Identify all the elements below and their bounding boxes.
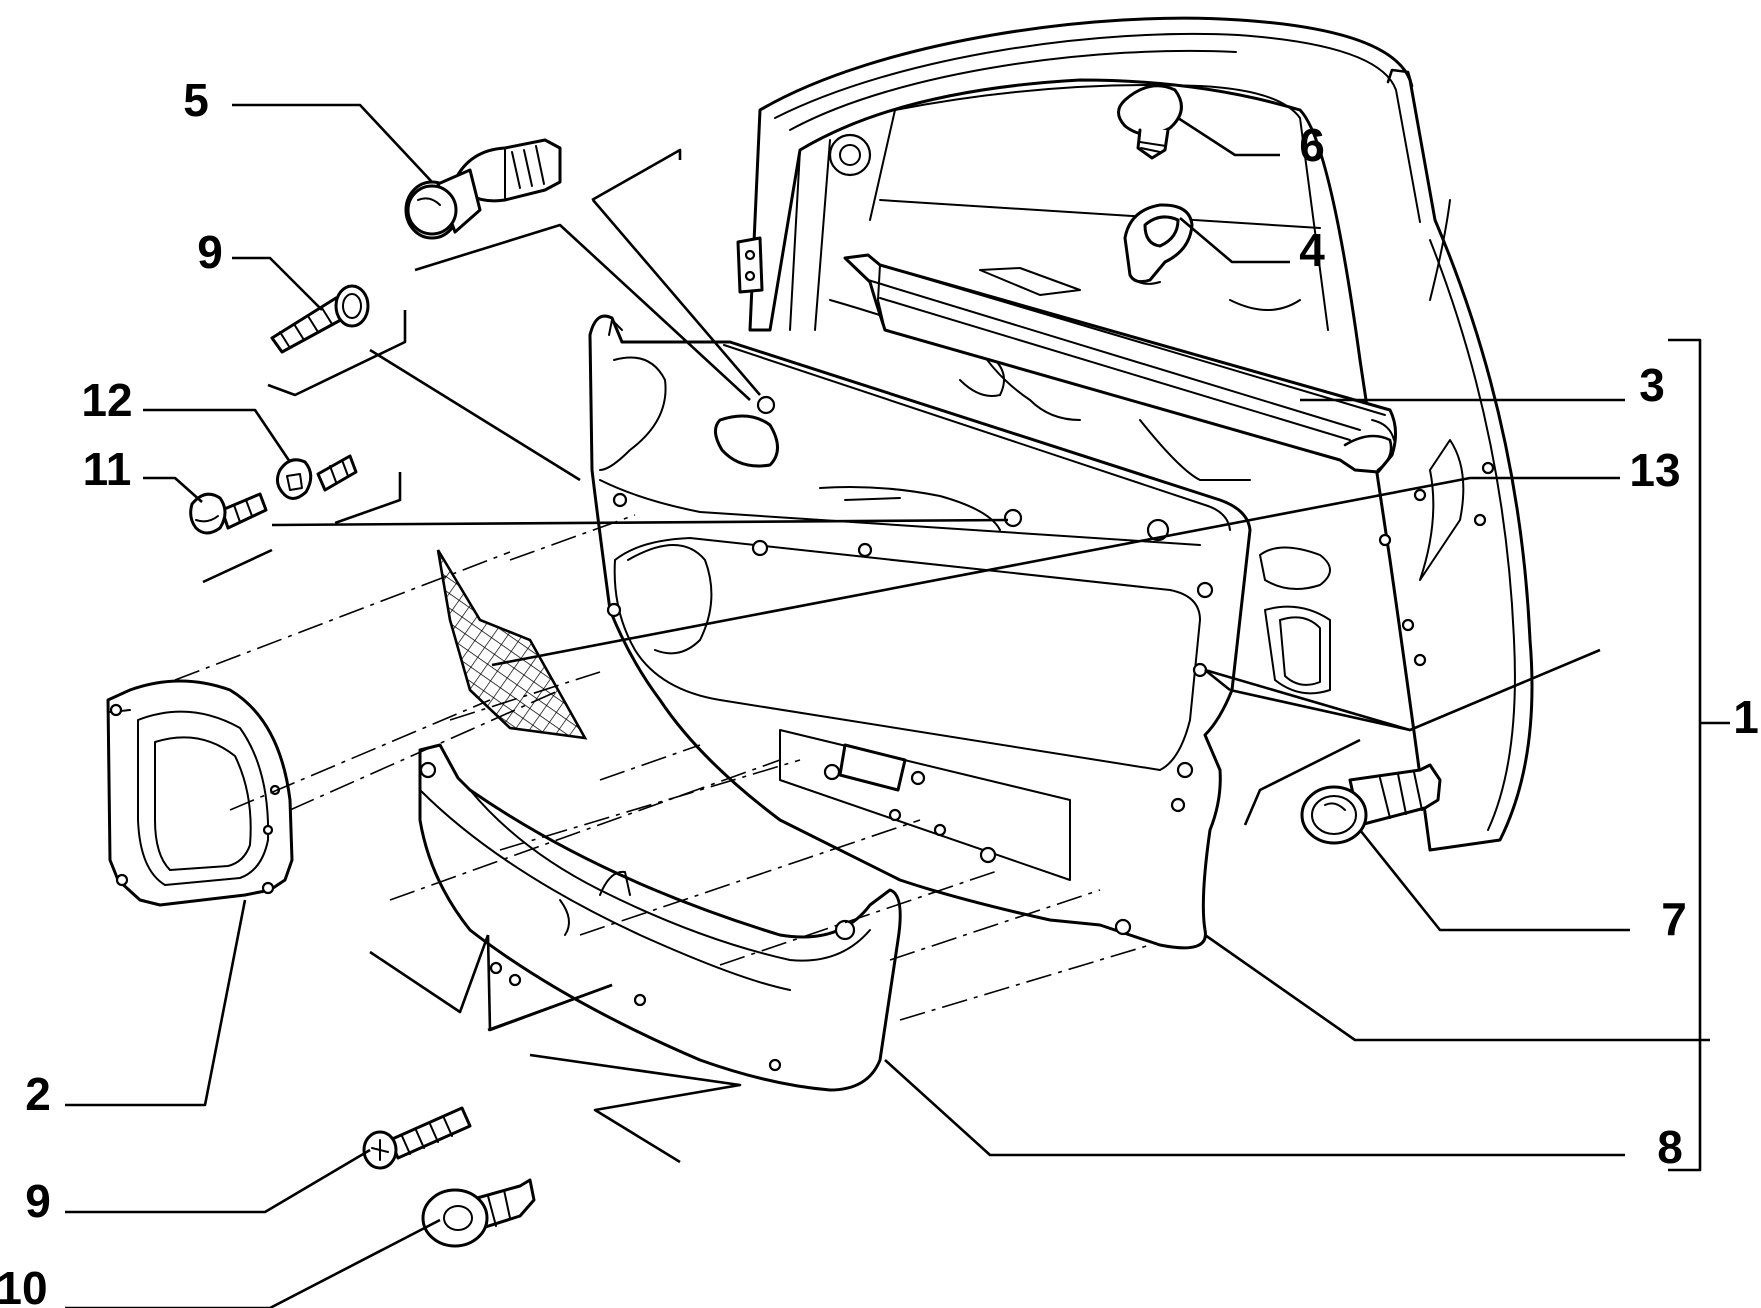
door-trim-panel bbox=[588, 314, 1252, 950]
callout-6: 6 bbox=[1299, 119, 1325, 171]
callout-labels: 5 6 4 9 3 12 13 11 1 7 2 8 9 10 bbox=[0, 74, 1759, 1308]
section-lines bbox=[202, 148, 1601, 1164]
callout-4: 4 bbox=[1299, 224, 1325, 276]
callout-11: 11 bbox=[83, 443, 132, 495]
screw-9-upper bbox=[270, 284, 370, 354]
callout-5: 5 bbox=[183, 74, 209, 126]
callout-10: 10 bbox=[0, 1262, 48, 1308]
callout-9-lower: 9 bbox=[25, 1175, 51, 1227]
push-clip-5 bbox=[404, 138, 562, 240]
callout-3: 3 bbox=[1639, 359, 1665, 411]
screw-11 bbox=[189, 492, 268, 535]
clip-12 bbox=[275, 454, 358, 500]
lower-door-pocket bbox=[418, 743, 902, 1092]
push-clip-7 bbox=[1300, 763, 1442, 845]
window-belt-seal-strip bbox=[843, 253, 1397, 474]
push-rivet-10 bbox=[421, 1178, 536, 1248]
callout-7: 7 bbox=[1661, 893, 1687, 945]
callout-8: 8 bbox=[1657, 1121, 1683, 1173]
grommet-4 bbox=[1123, 203, 1194, 285]
callout-2: 2 bbox=[25, 1068, 51, 1120]
screw-9-lower bbox=[362, 1106, 472, 1170]
callout-12: 12 bbox=[81, 374, 132, 426]
callout-13: 13 bbox=[1629, 444, 1680, 496]
callout-1: 1 bbox=[1733, 691, 1759, 743]
speaker-mesh-grille bbox=[436, 549, 588, 740]
speaker-trim-frame bbox=[106, 679, 294, 907]
push-pin-6 bbox=[1117, 84, 1183, 160]
callout-leaders bbox=[65, 103, 1730, 1308]
callout-9-upper: 9 bbox=[197, 226, 223, 278]
